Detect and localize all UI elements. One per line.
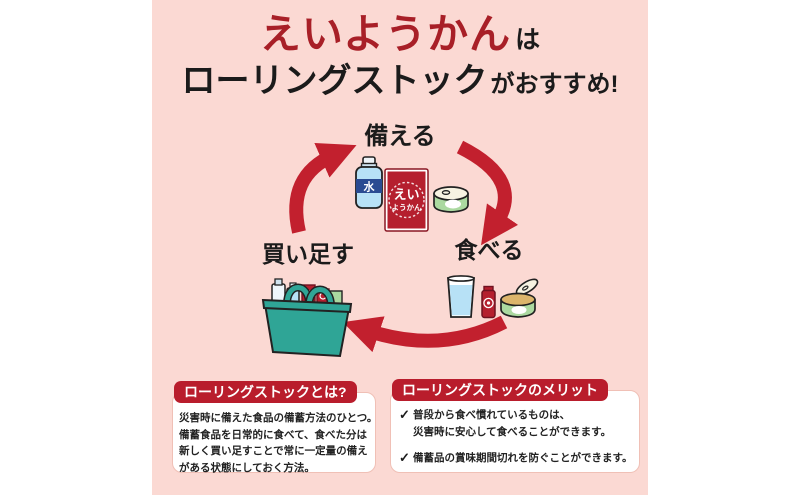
eiyokan-stick-icon [481, 285, 496, 319]
poster-panel: えいようかんは ローリングストックがおすすめ! 備える 食べる 買い足す [152, 0, 648, 495]
title-recommend: がおすすめ! [490, 71, 619, 98]
page-title: えいようかんは ローリングストックがおすすめ! [152, 14, 648, 99]
canned-food-icon [433, 186, 469, 213]
about-box-header: ローリングストックとは? [174, 381, 357, 403]
step-label-eat: 食べる [454, 237, 524, 263]
package-text-top: えい [393, 187, 419, 202]
title-line-2: ローリングストックがおすすめ! [152, 64, 648, 98]
shopping-basket-icon [261, 278, 353, 358]
about-line: がある状態にしておく方法。 [179, 461, 315, 474]
merit-item-text: 普段から食べ慣れているものは、 災害時に安心して食べることができます。 [413, 407, 611, 440]
water-glass-icon [447, 275, 475, 318]
step-label-buy: 買い足す [262, 241, 354, 267]
arrow-eat-to-buy [342, 315, 508, 353]
about-line: 災害時に備えた食品の備蓄方法のひとつ。 [179, 412, 378, 424]
merit-line: 普段から食べ慣れているものは、 [413, 409, 571, 421]
step-label-prepare: 備える [364, 123, 436, 150]
rolling-stock-word: ローリングストック [181, 62, 488, 100]
merit-item: ✓ 備蓄品の賞味期間切れを防ぐことができます。 [399, 450, 633, 467]
water-bottle-icon: 水 [355, 156, 383, 209]
brand-name: えいようかん [259, 11, 512, 57]
merit-item-text: 備蓄品の賞味期間切れを防ぐことができます。 [413, 450, 632, 467]
title-particle: は [515, 26, 541, 54]
about-line: 備蓄食品を日常的に食べて、食べた分は [179, 428, 368, 441]
check-icon: ✓ [399, 450, 410, 465]
eiyokan-package-icon: えい ようかん [384, 168, 429, 232]
check-icon: ✓ [399, 407, 410, 422]
package-text-bottom: ようかん [392, 203, 422, 212]
opened-can-icon [500, 278, 539, 318]
merit-line: 備蓄品の賞味期間切れを防ぐことができます。 [413, 452, 633, 464]
merit-item: ✓ 普段から食べ慣れているものは、 災害時に安心して食べることができます。 [399, 407, 633, 440]
merit-box-header: ローリングストックのメリット [392, 379, 608, 401]
merit-line: 災害時に安心して食べることができます。 [413, 425, 612, 438]
about-line: 新しく買い足すことで常に一定量の備え [179, 445, 368, 457]
title-line-1: えいようかんは [152, 14, 648, 55]
merit-box: ✓ 普段から食べ慣れているものは、 災害時に安心して食べることができます。 ✓ … [390, 390, 640, 473]
water-kanji-label: 水 [364, 180, 376, 194]
arrow-buy-to-prepare [289, 142, 357, 234]
about-box: 災害時に備えた食品の備蓄方法のひとつ。 備蓄食品を日常的に食べて、食べた分は 新… [172, 392, 378, 474]
